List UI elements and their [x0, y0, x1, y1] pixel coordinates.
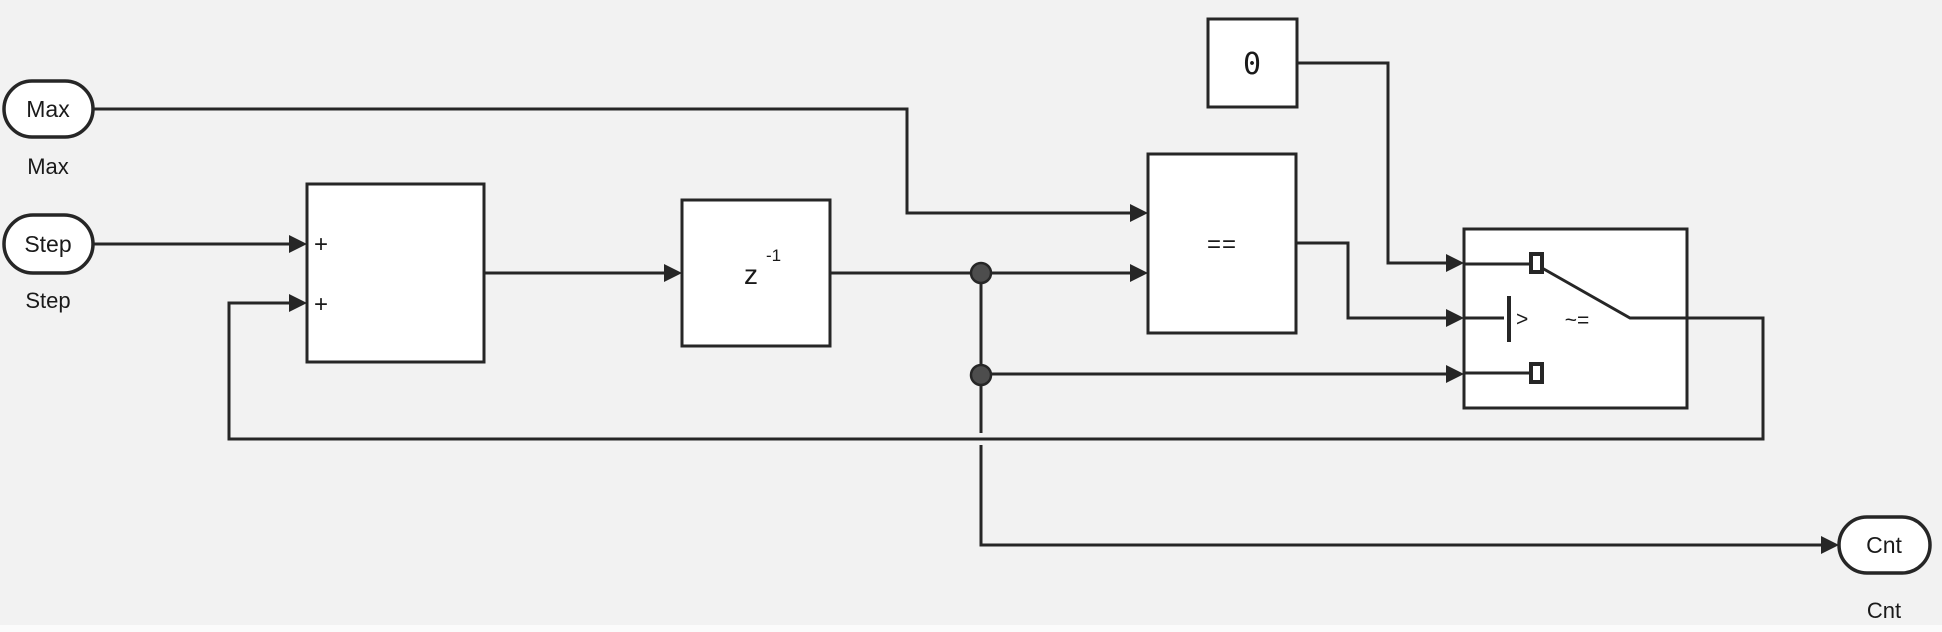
sum-block[interactable]: + + [305, 182, 486, 364]
arrowhead-relational-input2 [1130, 264, 1148, 282]
arrowhead-switch-input2 [1446, 309, 1464, 327]
constant-shape[interactable] [1206, 17, 1299, 109]
switch-threshold-symbol: > [1516, 308, 1528, 331]
constant-block[interactable]: 0 [1206, 17, 1299, 109]
unit-delay-base: z [744, 259, 758, 290]
outport-cnt[interactable]: Cnt [1837, 515, 1932, 575]
relational-operator-shape[interactable] [1146, 152, 1298, 335]
inport-max-shape[interactable] [2, 79, 95, 139]
relational-operator-text: == [1207, 231, 1237, 258]
outport-cnt-label[interactable]: Cnt [1867, 598, 1901, 623]
wire-constant-to-switch-input1[interactable] [1297, 61, 1446, 265]
junction-dot-upper[interactable] [969, 261, 993, 285]
arrowhead-switch-input1 [1446, 254, 1464, 272]
inport-step[interactable]: Step [2, 213, 95, 275]
constant-value: 0 [1243, 47, 1261, 82]
switch-block[interactable]: > ~= [1462, 227, 1689, 410]
unit-delay-block[interactable]: z -1 [680, 198, 832, 348]
wire-max-to-relational[interactable] [93, 107, 1130, 215]
wire-to-cnt[interactable] [979, 445, 1821, 547]
arrowhead-switch-input3 [1446, 365, 1464, 383]
sum-input2-sign: + [314, 291, 328, 318]
inport-max-label[interactable]: Max [27, 154, 69, 179]
wire-relational-to-switch-input2[interactable] [1296, 241, 1446, 320]
switch-lever [1541, 266, 1687, 320]
arrowhead-sum-input2 [289, 294, 307, 312]
wires [93, 61, 1839, 554]
unit-delay-shape[interactable] [680, 198, 832, 348]
inport-max[interactable]: Max [2, 79, 95, 139]
inport-step-label[interactable]: Step [25, 288, 70, 313]
canvas-bottom-strip [0, 625, 1942, 632]
wire-switch-feedback-to-sum[interactable] [227, 301, 1765, 441]
unit-delay-exponent: -1 [766, 246, 781, 265]
inport-step-text: Step [24, 231, 71, 257]
inport-step-shape[interactable] [2, 213, 95, 275]
outport-cnt-shape[interactable] [1837, 515, 1932, 575]
relational-operator-block[interactable]: == [1146, 152, 1298, 335]
junction-dot-lower[interactable] [969, 363, 993, 387]
switch-input1-pad [1529, 252, 1544, 274]
arrowhead-sum-input1 [289, 235, 307, 253]
sum-block-shape[interactable] [305, 182, 486, 364]
switch-criteria-text: ~= [1565, 309, 1590, 332]
sum-input1-sign: + [314, 231, 328, 258]
inport-max-text: Max [26, 96, 70, 122]
switch-input3-pad [1529, 362, 1544, 384]
arrowhead-delay-input [664, 264, 682, 282]
outport-cnt-text: Cnt [1866, 532, 1902, 558]
arrowhead-relational-input1 [1130, 204, 1148, 222]
arrowhead-cnt [1821, 536, 1839, 554]
